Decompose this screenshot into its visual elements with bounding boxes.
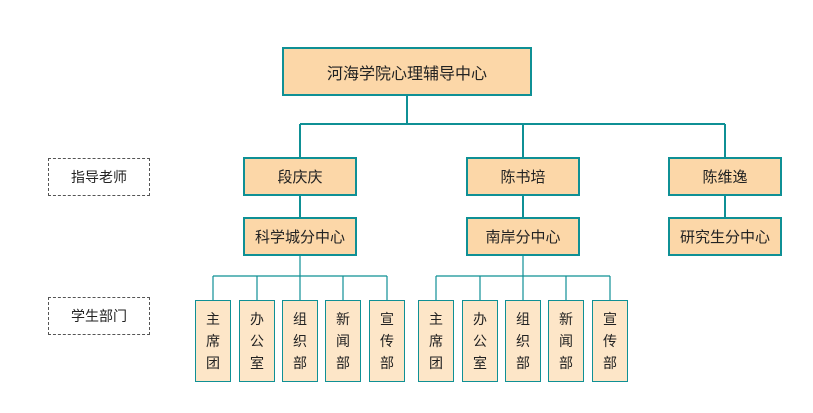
root-title: 河海学院心理辅导中心	[326, 63, 487, 83]
center-name-3: 研究生分中心	[679, 228, 770, 246]
dept-char: 室	[250, 356, 264, 372]
dept-char: 传	[603, 334, 617, 350]
dept-char: 室	[473, 356, 487, 372]
dept-char: 组	[516, 312, 530, 328]
dept-char: 团	[206, 356, 220, 372]
dept-node: 办 公 室	[239, 300, 275, 382]
dept-node: 组 织 部	[505, 300, 541, 382]
dept-node: 主 席 团	[195, 300, 231, 382]
dept-char: 席	[206, 334, 220, 350]
dept-char: 主	[206, 312, 220, 328]
center-name-1: 科学城分中心	[254, 228, 345, 246]
label-advisors-text: 指导老师	[71, 170, 127, 186]
advisor-node-1: 段庆庆	[243, 157, 357, 196]
dept-char: 团	[429, 356, 443, 372]
dept-node: 主 席 团	[418, 300, 454, 382]
dept-node: 新 闻 部	[325, 300, 361, 382]
dept-char: 主	[429, 312, 443, 328]
center-name-2: 南岸分中心	[485, 228, 561, 246]
label-advisors: 指导老师	[48, 158, 150, 196]
dept-char: 宣	[380, 312, 394, 328]
dept-char: 部	[336, 356, 350, 372]
dept-char: 部	[603, 356, 617, 372]
dept-char: 织	[293, 334, 307, 350]
dept-char: 宣	[603, 312, 617, 328]
dept-char: 新	[336, 312, 350, 328]
dept-node: 组 织 部	[282, 300, 318, 382]
dept-char: 办	[250, 312, 264, 328]
dept-char: 新	[559, 312, 573, 328]
dept-node: 新 闻 部	[548, 300, 584, 382]
center-node-1: 科学城分中心	[243, 217, 357, 256]
dept-char: 部	[516, 356, 530, 372]
dept-node: 宣 传 部	[592, 300, 628, 382]
dept-char: 公	[473, 334, 487, 350]
dept-char: 传	[380, 334, 394, 350]
advisor-name-1: 段庆庆	[277, 168, 323, 186]
dept-char: 组	[293, 312, 307, 328]
dept-node: 宣 传 部	[369, 300, 405, 382]
advisor-node-3: 陈维逸	[668, 157, 782, 196]
dept-char: 闻	[336, 334, 350, 350]
root-node: 河海学院心理辅导中心	[282, 47, 532, 96]
dept-node: 办 公 室	[462, 300, 498, 382]
label-student-depts: 学生部门	[48, 297, 150, 335]
advisor-name-3: 陈维逸	[702, 168, 748, 186]
dept-char: 公	[250, 334, 264, 350]
dept-char: 部	[559, 356, 573, 372]
dept-char: 部	[380, 356, 394, 372]
dept-char: 部	[293, 356, 307, 372]
center-node-2: 南岸分中心	[466, 217, 580, 256]
advisor-name-2: 陈书培	[500, 168, 546, 186]
dept-char: 席	[429, 334, 443, 350]
dept-char: 织	[516, 334, 530, 350]
center-node-3: 研究生分中心	[668, 217, 782, 256]
dept-char: 闻	[559, 334, 573, 350]
advisor-node-2: 陈书培	[466, 157, 580, 196]
label-student-depts-text: 学生部门	[71, 309, 127, 325]
dept-char: 办	[473, 312, 487, 328]
